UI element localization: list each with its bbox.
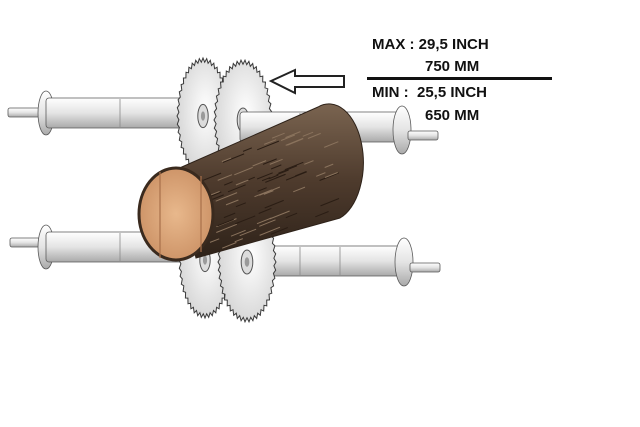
bark-texture-stroke <box>222 153 245 163</box>
bark-texture-stroke <box>225 199 239 206</box>
bark-texture-stroke <box>256 217 272 225</box>
bark-texture-stroke <box>217 218 234 227</box>
bark-texture-stroke <box>239 228 257 237</box>
upper-shaft-left <box>7 90 207 136</box>
bark-texture-stroke <box>315 211 329 218</box>
lower-shaft-right-collar <box>394 237 414 287</box>
bark-texture-stroke <box>285 131 301 139</box>
bark-texture-stroke <box>264 139 277 145</box>
upper-blade-rear <box>176 56 230 176</box>
bark-texture-stroke <box>324 163 334 168</box>
bark-texture-stroke <box>262 158 277 165</box>
bark-texture-stroke <box>234 166 253 176</box>
bark-texture-stroke <box>235 202 246 208</box>
bark-texture-stroke <box>224 181 233 186</box>
bark-texture-stroke <box>234 215 256 225</box>
bark-texture-stroke <box>256 172 273 180</box>
bark-texture-stroke <box>235 179 249 186</box>
lower-blade-rear-bore <box>202 255 208 265</box>
bark-texture-stroke <box>252 160 267 167</box>
bark-texture-stroke <box>259 186 281 196</box>
log <box>137 103 364 262</box>
bark-texture-stroke <box>304 160 314 165</box>
bark-texture-stroke <box>295 171 307 177</box>
bark-texture-stroke <box>276 169 289 176</box>
bark-texture-stroke <box>265 173 286 183</box>
lower-blade-front-bore <box>244 257 250 267</box>
max-min-divider <box>367 77 552 80</box>
upper-shaft-left-tip <box>7 107 43 118</box>
bark-texture-stroke <box>270 227 288 235</box>
arrow-left-icon <box>268 68 345 95</box>
bark-texture-stroke <box>258 207 272 214</box>
max-size-metric: 750 MM <box>425 58 480 75</box>
upper-shaft-right-tip <box>407 130 439 141</box>
bark-texture-stroke <box>227 184 246 193</box>
bark-texture-stroke <box>307 132 321 139</box>
bark-texture-stroke <box>217 174 233 181</box>
bark-texture-stroke <box>216 223 237 233</box>
bark-texture-stroke <box>278 165 298 174</box>
bark-texture-stroke <box>268 174 279 180</box>
bark-texture-stroke <box>263 190 274 195</box>
bark-texture-stroke <box>285 212 298 219</box>
bark-texture-stroke <box>242 147 252 152</box>
upper-shaft-right-collar <box>392 105 412 155</box>
max-size-label: MAX : 29,5 INCH <box>372 36 489 53</box>
bark-texture-stroke <box>257 187 267 192</box>
bark-texture-stroke <box>230 229 246 237</box>
bark-texture-stroke <box>223 212 236 219</box>
bark-texture-stroke <box>269 210 290 220</box>
lower-shaft-left-tip <box>9 237 41 248</box>
bark-texture-stroke <box>261 177 271 182</box>
lower-shaft <box>9 224 441 287</box>
bark-texture-stroke <box>284 161 304 171</box>
log-end-face <box>137 166 215 262</box>
bark-texture-stroke <box>257 140 280 151</box>
bark-texture-stroke <box>215 192 238 202</box>
bark-texture-stroke <box>221 157 232 163</box>
log-bark-texture <box>203 131 340 249</box>
bark-texture-stroke <box>222 242 237 249</box>
bark-texture-stroke <box>280 134 295 141</box>
bark-texture-stroke <box>316 172 326 177</box>
bark-texture-stroke <box>293 186 306 193</box>
bark-texture-stroke <box>319 172 339 181</box>
min-size-metric: 650 MM <box>425 107 480 124</box>
bark-texture-stroke <box>269 158 283 165</box>
bark-texture-stroke <box>302 131 314 137</box>
bark-texture-stroke <box>259 226 281 236</box>
bark-texture-stroke <box>259 219 276 227</box>
bark-texture-stroke <box>203 172 222 181</box>
bark-texture-stroke <box>324 172 338 178</box>
upper-blade-rear-bore <box>200 111 206 121</box>
bark-texture-stroke <box>324 141 339 148</box>
bark-texture-stroke <box>320 198 340 207</box>
min-size-label: MIN : 25,5 INCH <box>372 84 488 101</box>
bark-texture-stroke <box>264 199 284 209</box>
bark-texture-stroke <box>271 132 285 139</box>
bark-texture-stroke <box>285 137 304 146</box>
bark-texture-stroke <box>209 238 220 243</box>
bark-texture-stroke <box>270 164 282 170</box>
bark-texture-stroke <box>234 238 243 243</box>
lower-shaft-right-tip <box>409 262 441 273</box>
